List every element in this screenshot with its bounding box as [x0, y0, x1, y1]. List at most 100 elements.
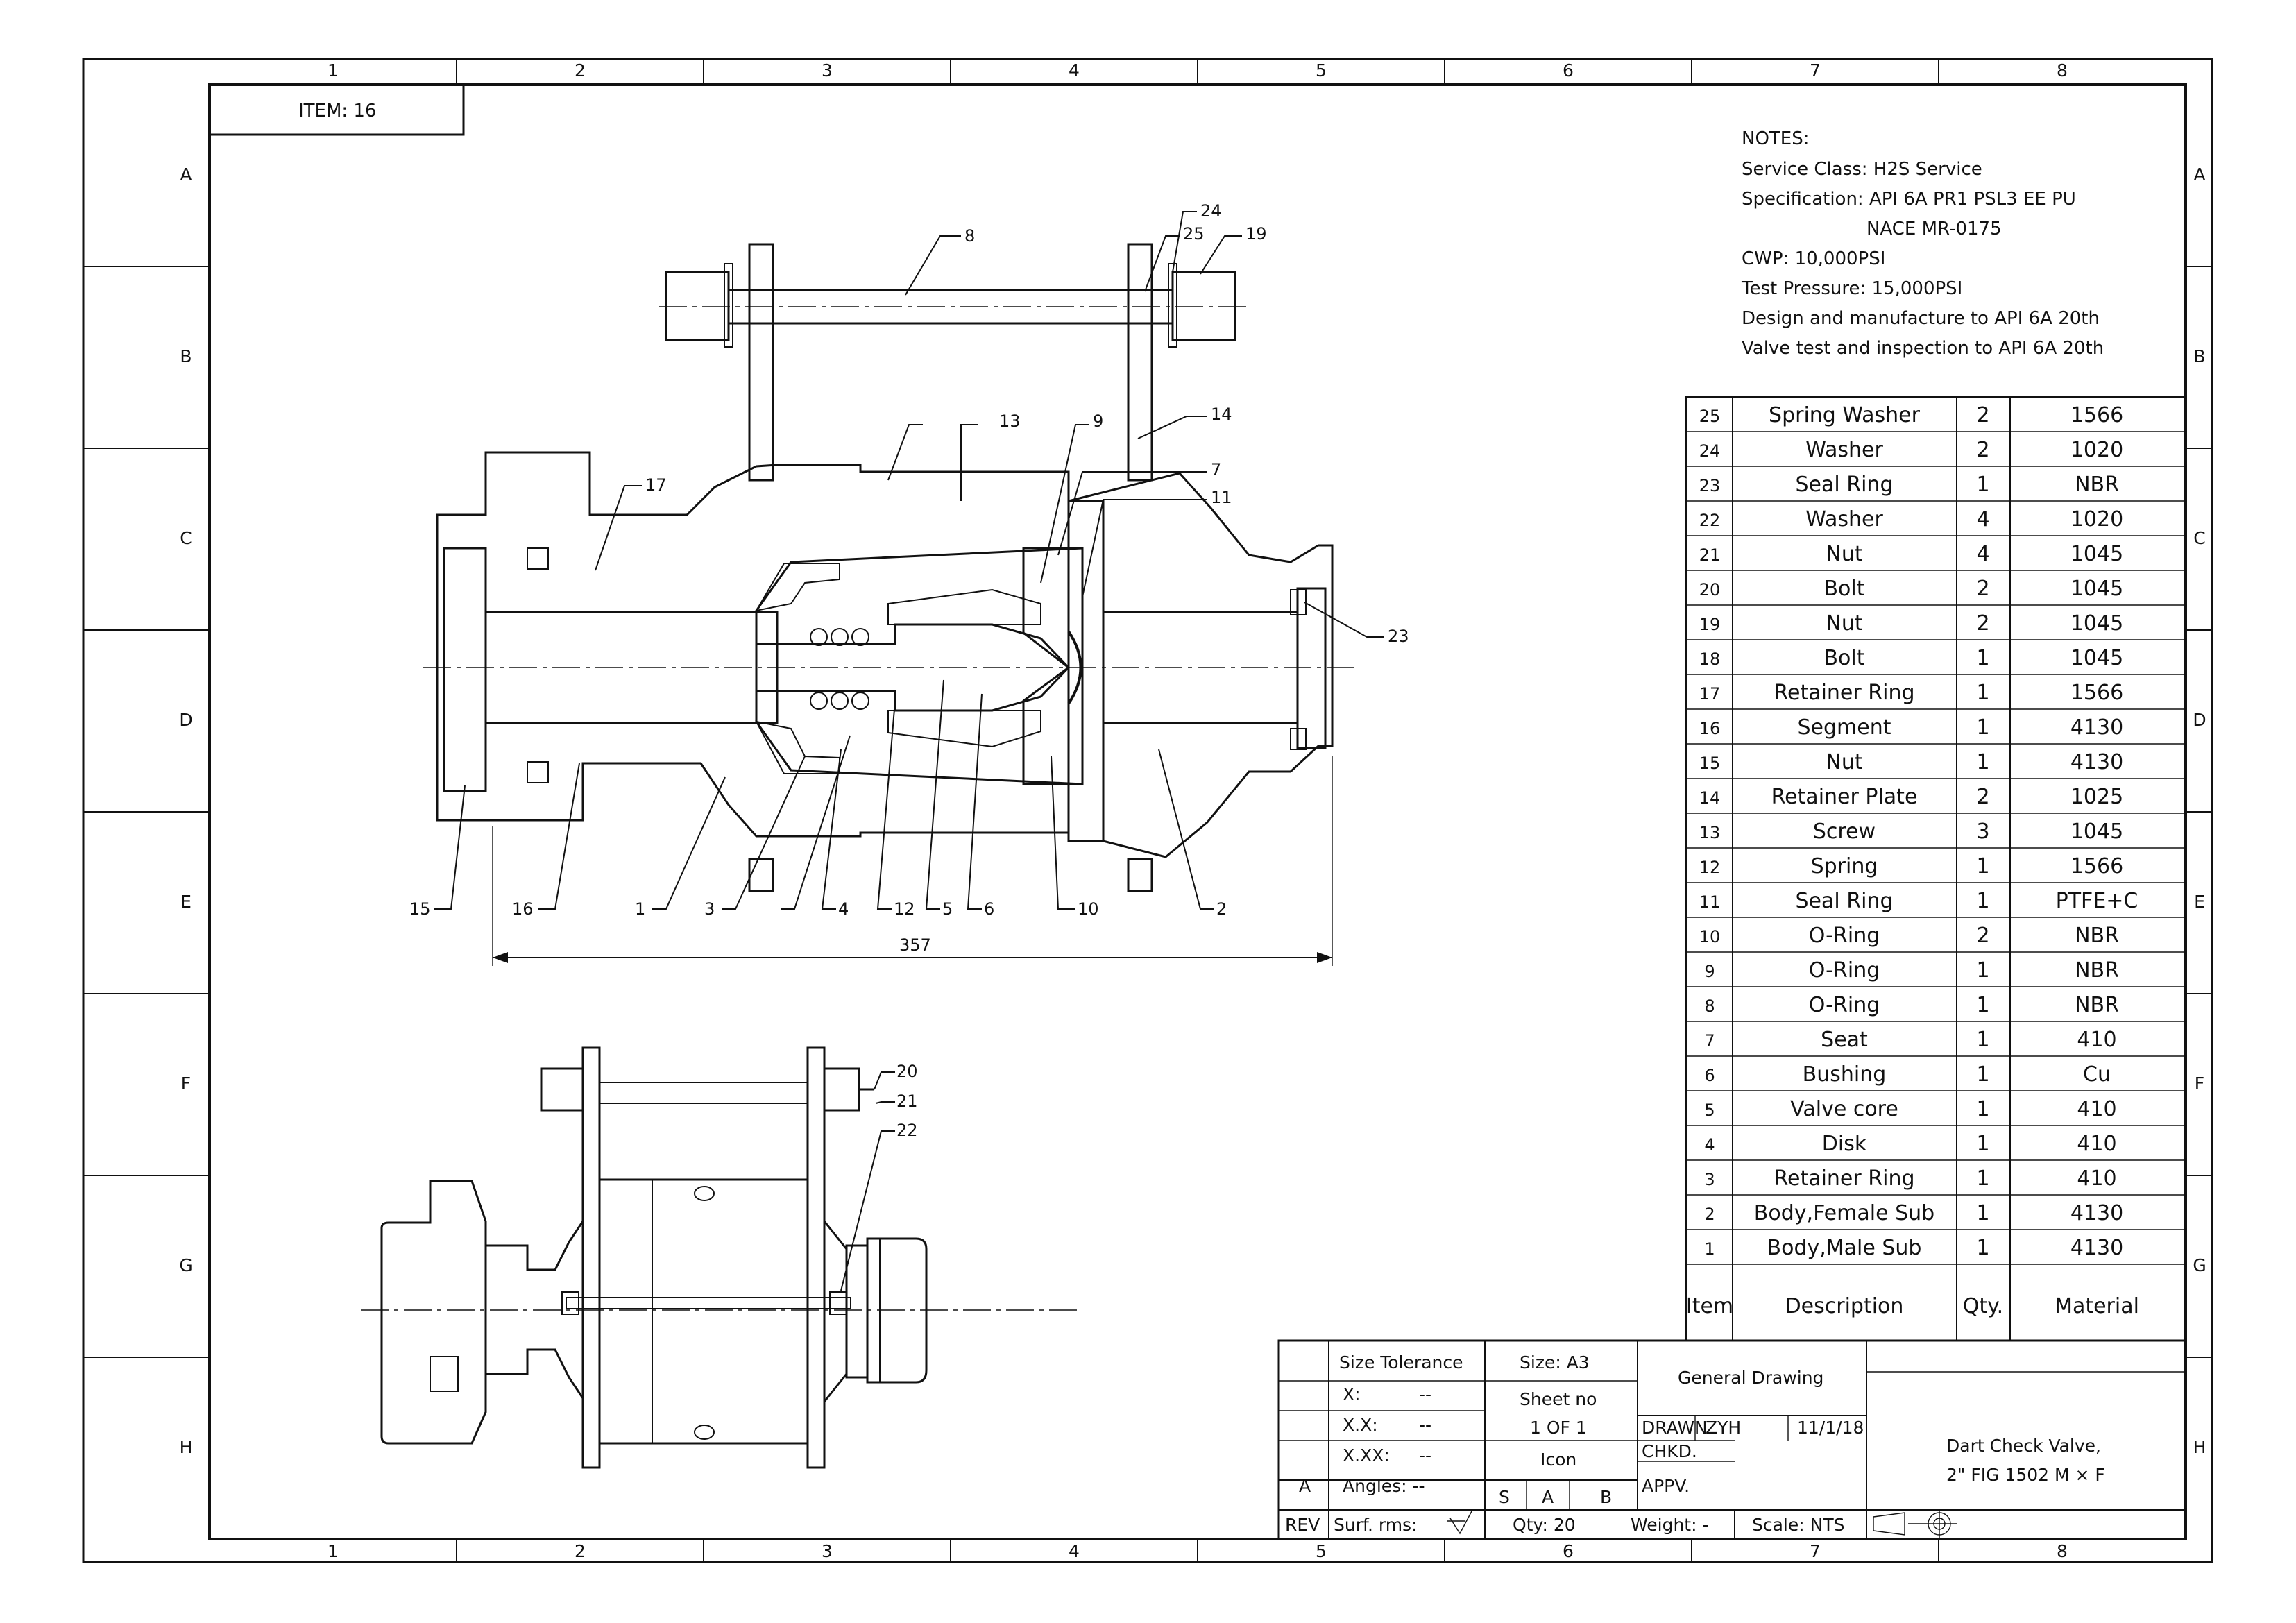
bom-header-item: Item [1686, 1294, 1733, 1318]
bom-description: O-Ring [1809, 958, 1880, 983]
zone-row-left: B [180, 346, 192, 366]
bom-material: 410 [2077, 1166, 2116, 1191]
bom-description: Seat [1821, 1028, 1868, 1052]
bom-description: Seal Ring [1796, 889, 1894, 913]
bom-item: 2 [1704, 1205, 1715, 1224]
zone-col-top: 6 [1563, 60, 1574, 80]
zone-row-left: F [181, 1073, 191, 1094]
zone-row-left: D [179, 710, 192, 730]
bom-qty: 2 [1976, 403, 1989, 427]
callout-17: 17 [645, 475, 667, 495]
bom-item: 7 [1704, 1031, 1715, 1051]
bom-material: 1045 [2070, 542, 2123, 566]
drawing-title-line2: 2" FIG 1502 M × F [1946, 1465, 2105, 1485]
bom-qty: 1 [1976, 473, 1989, 497]
icon-label: Icon [1540, 1450, 1576, 1470]
bom-item: 12 [1699, 858, 1721, 877]
bom-material: 1045 [2070, 611, 2123, 636]
bom-material: Cu [2083, 1062, 2111, 1087]
callout-11: 11 [1211, 488, 1232, 507]
zone-col-bottom: 3 [822, 1541, 833, 1561]
bom-description: Nut [1826, 750, 1862, 774]
sheet-size: Size: A3 [1520, 1352, 1590, 1373]
bom-description: Washer [1805, 438, 1883, 462]
zone-col-top: 7 [1810, 60, 1821, 80]
callout-19: 19 [1245, 224, 1267, 244]
exterior-view: 20 21 22 [361, 1046, 1082, 1469]
callout-16: 16 [512, 899, 534, 919]
tol-xxx-value: -- [1419, 1445, 1431, 1465]
bom-qty: 1 [1976, 1201, 1989, 1225]
bom-item: 6 [1704, 1066, 1715, 1085]
bom-item: 17 [1699, 684, 1721, 704]
callout-12: 12 [894, 899, 915, 919]
zone-col-bottom: 7 [1810, 1541, 1821, 1561]
bom-description: Segment [1798, 715, 1891, 740]
bom-item: 4 [1704, 1135, 1715, 1155]
bom-item: 14 [1699, 788, 1721, 808]
bom-material: PTFE+C [2056, 889, 2138, 913]
bom-item: 16 [1699, 719, 1721, 738]
zone-col-bottom: 5 [1316, 1541, 1327, 1561]
callout-10: 10 [1078, 899, 1099, 919]
bom-qty: 1 [1976, 854, 1989, 878]
bom-material: NBR [2075, 473, 2119, 497]
bom-qty: 1 [1976, 1028, 1989, 1052]
bom-description: O-Ring [1809, 993, 1880, 1017]
zone-col-bottom: 8 [2057, 1541, 2068, 1561]
zone-col-top: 8 [2057, 60, 2068, 80]
approved-label: APPV. [1642, 1476, 1690, 1496]
bom-description: Disk [1822, 1132, 1867, 1156]
bom-qty: 4 [1976, 542, 1989, 566]
view-b: B [1600, 1487, 1612, 1507]
zone-col-bottom: 2 [575, 1541, 586, 1561]
bom-material: 1566 [2070, 403, 2123, 427]
drawn-by: ZYH [1706, 1418, 1741, 1438]
bom-description: Screw [1813, 819, 1876, 844]
bom-item: 22 [1699, 511, 1721, 530]
bom-qty: 3 [1976, 819, 1989, 844]
sheet-count: 1 OF 1 [1530, 1418, 1587, 1438]
notes-line: CWP: 10,000PSI [1742, 248, 1885, 269]
zone-row-right: D [2193, 710, 2206, 730]
bom-item: 8 [1704, 996, 1715, 1016]
bom-qty: 1 [1976, 646, 1989, 670]
callouts-section: 8 13 9 18 24 25 19 14 7 11 17 23 15 16 1… [409, 201, 1409, 919]
zone-labels: 1 2 3 4 5 6 7 8 1 2 3 4 5 6 7 8 A B C D … [179, 60, 2206, 1561]
bom-item: 1 [1704, 1239, 1715, 1259]
bom-qty: 2 [1976, 611, 1989, 636]
bom-header-description: Description [1785, 1294, 1904, 1318]
callout-6: 6 [984, 899, 994, 919]
bom-description: Retainer Ring [1774, 681, 1914, 705]
surface-roughness-label: Surf. rms: [1334, 1515, 1418, 1535]
zone-row-right: H [2193, 1437, 2206, 1457]
notes-heading: NOTES: [1742, 128, 1810, 149]
callout-3: 3 [704, 899, 715, 919]
bom-material: 1020 [2070, 438, 2123, 462]
callout-22: 22 [896, 1121, 918, 1140]
bom-item: 20 [1699, 580, 1721, 600]
bom-item: 10 [1699, 927, 1721, 946]
bom-description: Nut [1826, 542, 1862, 566]
callout-8: 8 [964, 226, 975, 246]
callout-5: 5 [942, 899, 953, 919]
rev-label: REV [1285, 1515, 1320, 1535]
bom-qty: 2 [1976, 785, 1989, 809]
surface-finish-icon [1447, 1509, 1473, 1535]
zone-col-bottom: 1 [328, 1541, 339, 1561]
bom-item: 11 [1699, 892, 1721, 912]
bom-material: 410 [2077, 1132, 2116, 1156]
zone-row-right: F [2195, 1073, 2204, 1094]
bom-description: O-Ring [1809, 924, 1880, 948]
general-drawing-label: General Drawing [1678, 1368, 1823, 1388]
bom-qty: 1 [1976, 750, 1989, 774]
zone-row-right: E [2194, 892, 2205, 912]
bom-item: 21 [1699, 545, 1721, 565]
notes: NOTES: Service Class: H2S Service Specif… [1741, 128, 2104, 359]
bom-material: 1045 [2070, 646, 2123, 670]
zone-row-right: G [2193, 1255, 2206, 1275]
zone-col-top: 4 [1069, 60, 1080, 80]
weight: Weight: - [1631, 1515, 1709, 1535]
bom-description: Spring Washer [1769, 403, 1921, 427]
